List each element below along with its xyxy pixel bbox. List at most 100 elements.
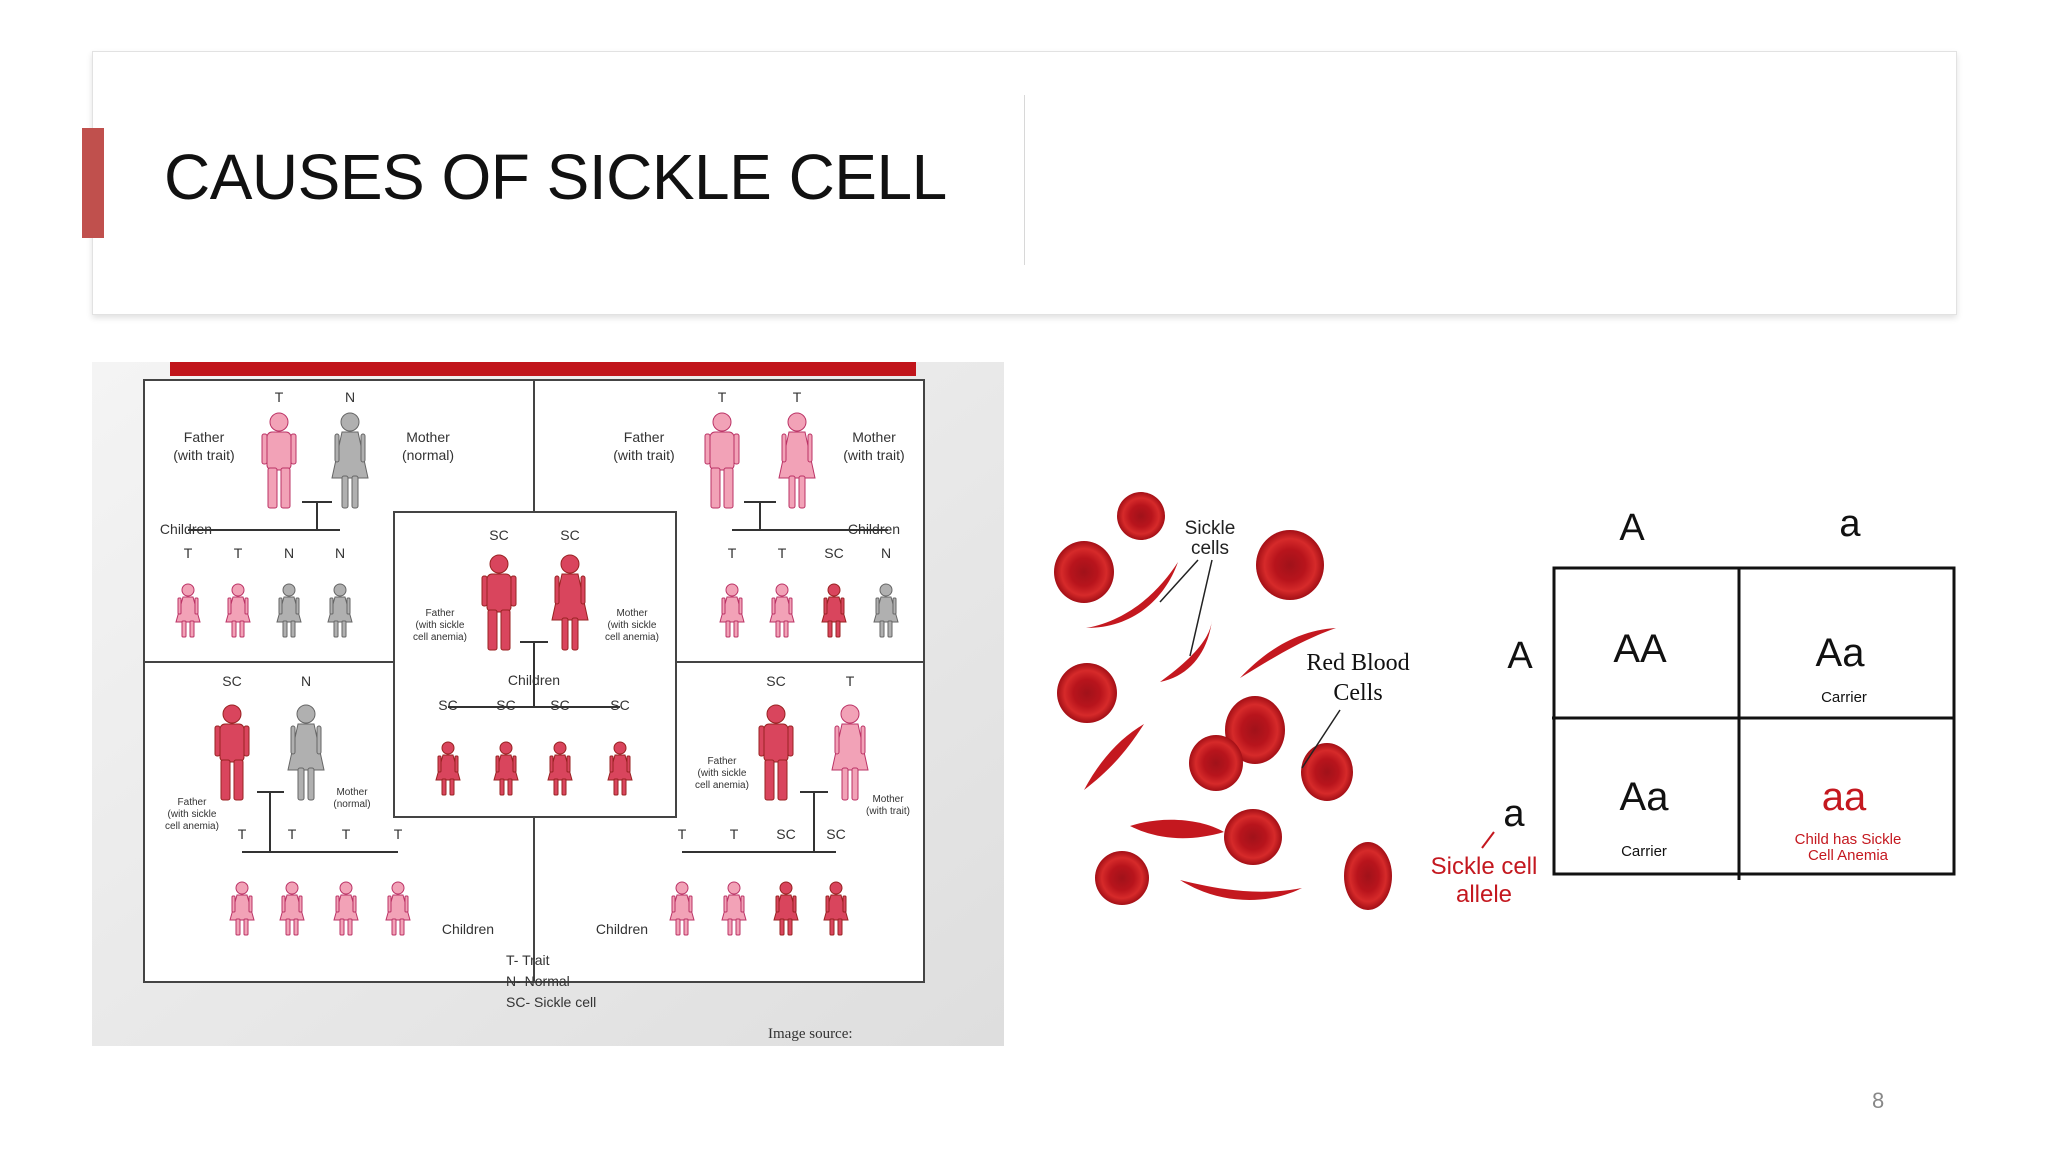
punnett-grid — [1552, 566, 1956, 876]
svg-text:Children: Children — [160, 521, 212, 537]
pedigree-top-band — [170, 362, 916, 376]
red-blood-cell — [1117, 492, 1165, 540]
sickle-cell — [1086, 562, 1178, 628]
rbc-label: Red Blood — [1306, 650, 1409, 676]
svg-text:T: T — [728, 545, 737, 561]
svg-text:(with trait): (with trait) — [613, 447, 674, 463]
red-blood-cell — [1256, 530, 1324, 600]
sickle-cell — [1084, 724, 1144, 790]
svg-text:(with trait): (with trait) — [173, 447, 234, 463]
punnett-cell-note: Carrier — [1821, 689, 1867, 706]
svg-text:Children: Children — [596, 921, 648, 937]
svg-text:T: T — [342, 826, 351, 842]
svg-text:SC: SC — [610, 697, 629, 713]
svg-text:SC: SC — [550, 697, 569, 713]
family-center: SC SC Father (with sickle cell anemia) M… — [413, 527, 659, 796]
sickle-cell — [1160, 620, 1212, 682]
svg-text:N: N — [284, 545, 294, 561]
svg-text:T: T — [730, 826, 739, 842]
punnett-cell-note: Cell Anemia — [1808, 847, 1889, 864]
svg-text:Children: Children — [508, 672, 560, 688]
sickle-label-pointer — [1159, 559, 1213, 657]
svg-text:SC: SC — [222, 673, 241, 689]
svg-text:N- Normal: N- Normal — [506, 973, 570, 989]
red-blood-cell — [1189, 735, 1243, 791]
red-blood-cells — [1054, 492, 1392, 910]
svg-text:SC: SC — [776, 826, 795, 842]
svg-text:SC: SC — [496, 697, 515, 713]
sickle-cell — [1180, 880, 1302, 900]
svg-text:T: T — [234, 545, 243, 561]
family-bottom-right: SC T Father (with sickle cell anemia) Mo… — [596, 673, 910, 937]
family-top-right: T T Father (with trait) Mother (with tra… — [613, 389, 905, 638]
svg-text:Children: Children — [442, 921, 494, 937]
svg-text:Father: Father — [178, 797, 208, 808]
pedigree-legend: T- Trait N- Normal SC- Sickle cell — [506, 952, 596, 1010]
punnett-cell-note: Child has Sickle — [1795, 831, 1902, 848]
red-blood-cell — [1057, 663, 1117, 723]
svg-text:T: T — [184, 545, 193, 561]
svg-text:Mother: Mother — [336, 787, 368, 798]
svg-text:Children: Children — [848, 521, 900, 537]
svg-text:N: N — [335, 545, 345, 561]
svg-text:T: T — [288, 826, 297, 842]
svg-text:T: T — [846, 673, 855, 689]
red-blood-cell — [1225, 696, 1285, 764]
red-blood-cell — [1301, 743, 1353, 801]
punnett-cell-genotype: Aa — [1816, 631, 1866, 675]
svg-text:Mother: Mother — [852, 429, 896, 445]
slide-title: CAUSES OF SICKLE CELL — [164, 141, 947, 213]
svg-text:Mother: Mother — [872, 794, 904, 805]
svg-text:T: T — [394, 826, 403, 842]
red-blood-cell — [1224, 809, 1282, 865]
red-blood-cell — [1054, 541, 1114, 603]
sickle-cell — [1130, 819, 1224, 839]
svg-text:cell anemia): cell anemia) — [165, 821, 219, 832]
family-top-left: T N Father (with trait) Mother (normal) … — [160, 389, 454, 638]
svg-text:T: T — [718, 389, 727, 405]
sickle-cell-inheritance-pedigree: T N Father (with trait) Mother (normal) … — [92, 362, 1004, 1046]
svg-text:Father: Father — [184, 429, 225, 445]
allele-pointer — [1481, 831, 1495, 849]
punnett-col-header: a — [1839, 503, 1861, 545]
svg-text:T- Trait: T- Trait — [506, 952, 550, 968]
svg-text:(with sickle: (with sickle — [608, 620, 657, 631]
svg-text:Father: Father — [624, 429, 665, 445]
svg-text:N: N — [301, 673, 311, 689]
sickle-allele-label: allele — [1456, 881, 1512, 908]
svg-text:Mother: Mother — [406, 429, 450, 445]
svg-text:SC: SC — [560, 527, 579, 543]
rbc-label: Cells — [1333, 680, 1382, 706]
punnett-row-header: a — [1503, 793, 1525, 835]
title-accent-bar — [82, 128, 104, 238]
svg-text:(with sickle: (with sickle — [416, 620, 465, 631]
svg-text:SC: SC — [438, 697, 457, 713]
punnett-row-header: A — [1507, 635, 1533, 677]
svg-text:SC: SC — [824, 545, 843, 561]
svg-text:T: T — [678, 826, 687, 842]
punnett-cell-genotype: AA — [1613, 627, 1667, 671]
svg-text:SC- Sickle cell: SC- Sickle cell — [506, 994, 596, 1010]
blood-cells-and-punnett-square: Sickle cells Red Blood Cells A a A a AA … — [1054, 492, 1956, 910]
svg-text:(with trait): (with trait) — [866, 806, 910, 817]
svg-text:T: T — [275, 389, 284, 405]
svg-text:(normal): (normal) — [402, 447, 454, 463]
svg-text:T: T — [793, 389, 802, 405]
svg-text:cell anemia): cell anemia) — [413, 632, 467, 643]
svg-text:SC: SC — [489, 527, 508, 543]
svg-text:SC: SC — [766, 673, 785, 689]
sickle-cells — [1084, 562, 1336, 900]
svg-text:Father: Father — [426, 608, 456, 619]
svg-text:N: N — [881, 545, 891, 561]
svg-text:Mother: Mother — [616, 608, 648, 619]
svg-text:T: T — [238, 826, 247, 842]
sickle-cells-label: cells — [1191, 538, 1229, 559]
family-bottom-left: SC N Father (with sickle cell anemia) Mo… — [165, 673, 494, 937]
title-divider — [1024, 95, 1025, 265]
sickle-cells-label: Sickle — [1185, 518, 1236, 539]
svg-text:cell anemia): cell anemia) — [605, 632, 659, 643]
punnett-square: A a A a AA Aa Carrier Aa Carrier aa Chil… — [1431, 503, 1956, 908]
image-source-credit: Image source: — [768, 1026, 853, 1042]
svg-text:(with trait): (with trait) — [843, 447, 904, 463]
svg-text:Father: Father — [708, 756, 738, 767]
